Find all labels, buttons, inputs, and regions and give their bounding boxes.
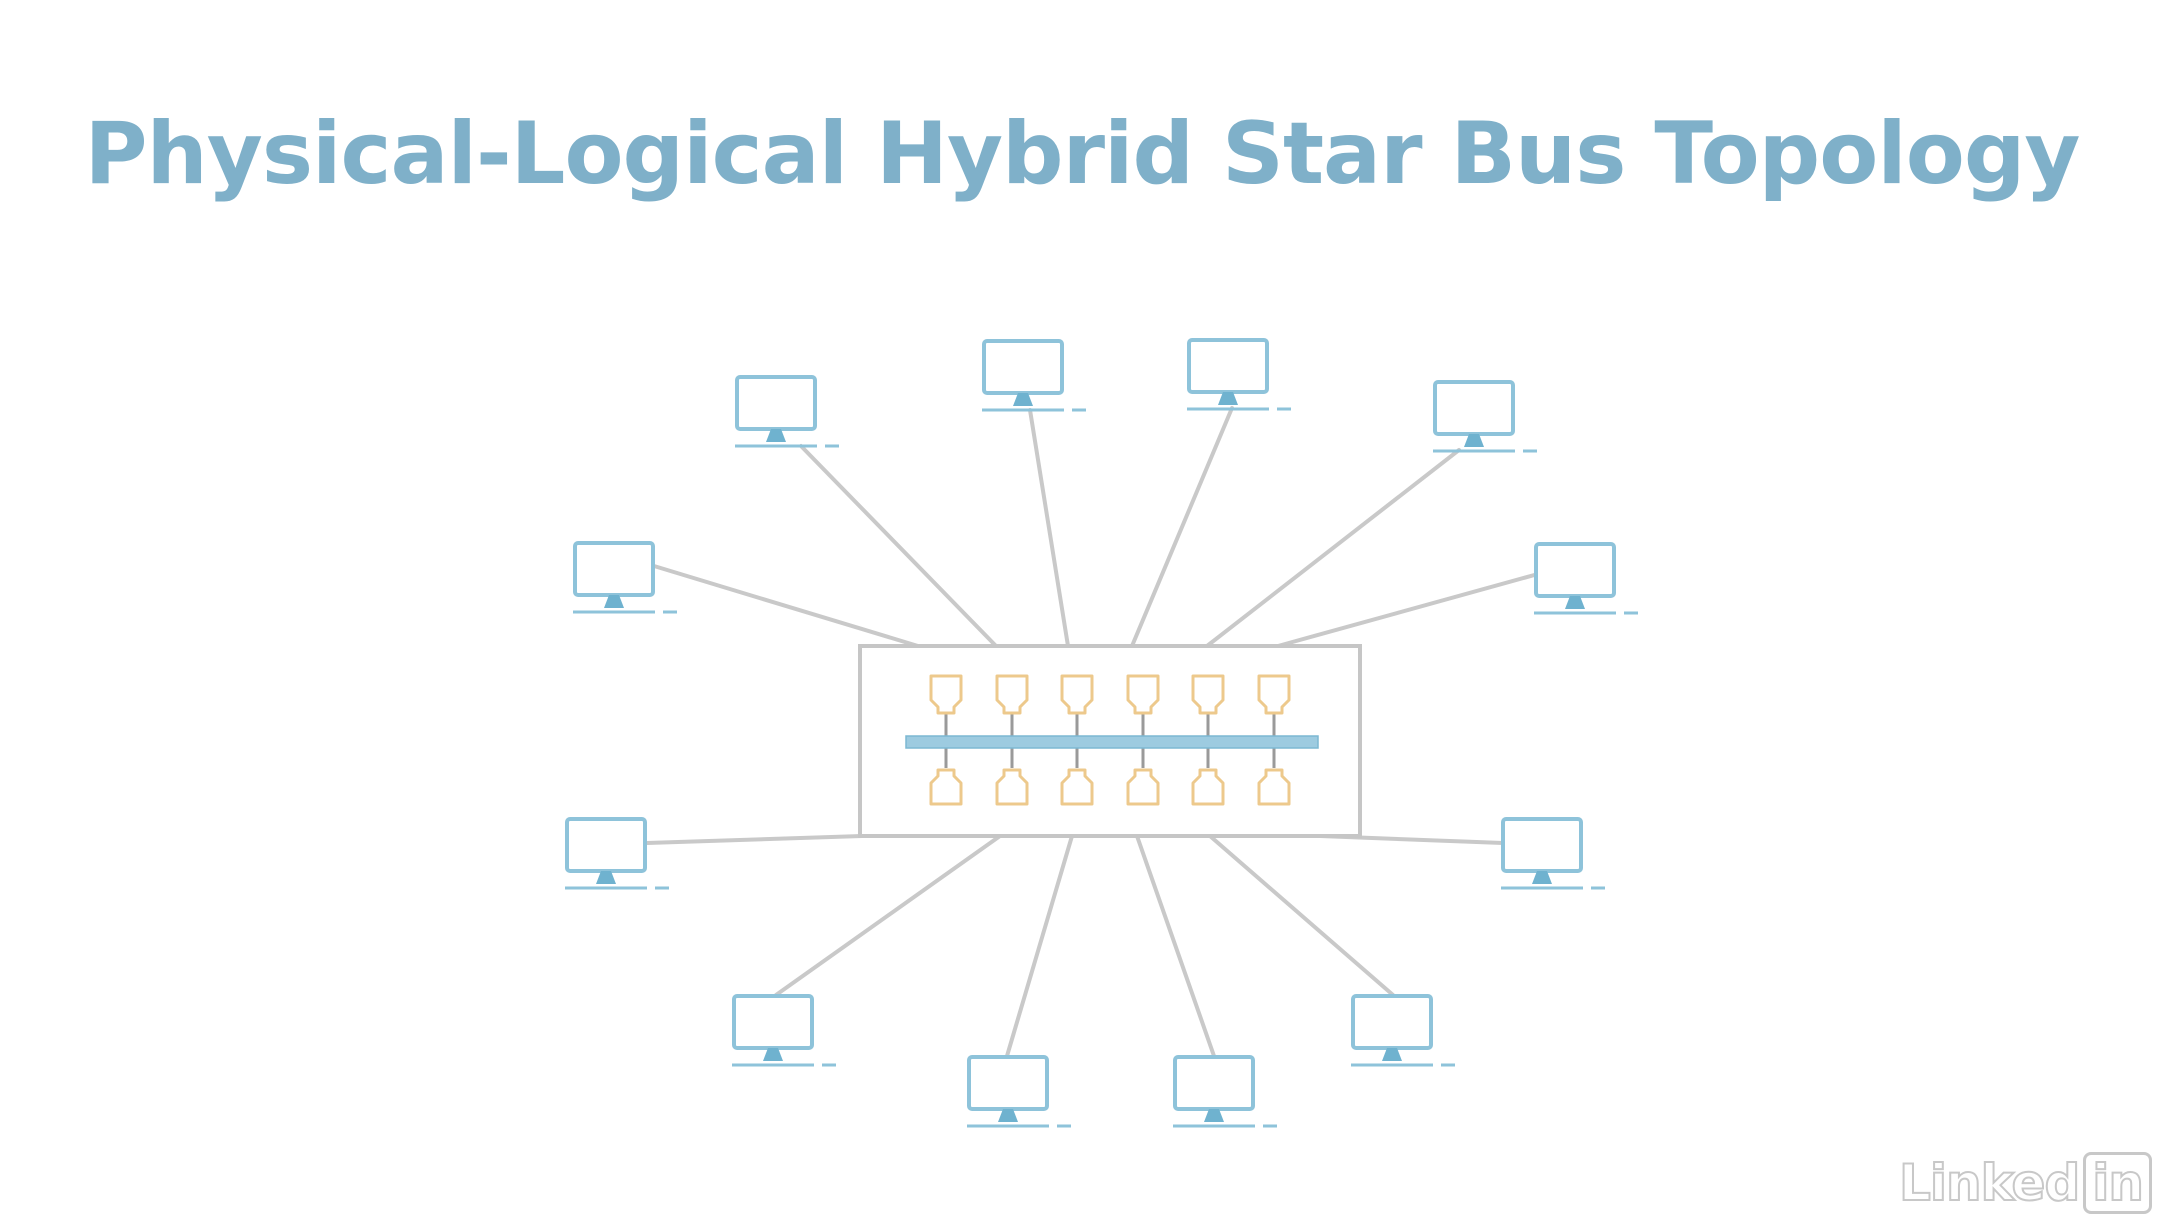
monitor-screen: [565, 817, 647, 873]
monitor-stand: [1532, 871, 1552, 884]
monitor-stand: [596, 871, 616, 884]
computer-icon: [982, 339, 1086, 412]
ethernet-port-bottom: [1126, 768, 1160, 806]
network-cable: [1135, 834, 1216, 1058]
monitor-screen: [732, 994, 814, 1050]
monitor-stand: [1204, 1109, 1224, 1122]
network-cable: [1276, 572, 1540, 648]
ethernet-port-top: [1191, 674, 1225, 715]
ethernet-port-bottom: [929, 768, 963, 806]
computer-icon: [1187, 338, 1291, 411]
monitor-screen: [967, 1055, 1049, 1111]
ethernet-port-bottom: [1060, 768, 1094, 806]
computer-icon: [1501, 817, 1605, 890]
network-cable: [774, 834, 1002, 997]
ethernet-port-top: [1257, 674, 1291, 715]
ethernet-port-top: [1060, 674, 1094, 715]
ethernet-port-top: [1126, 674, 1160, 715]
monitor-screen: [982, 339, 1064, 395]
computers: [565, 338, 1638, 1128]
computer-icon: [967, 1055, 1071, 1128]
watermark-box: in: [2083, 1152, 2152, 1214]
computer-icon: [1351, 994, 1455, 1067]
monitor-screen: [1173, 1055, 1255, 1111]
ethernet-port-bottom: [995, 768, 1029, 806]
monitor-stand: [1013, 393, 1033, 406]
ethernet-port-bottom: [1257, 768, 1291, 806]
monitor-screen: [573, 541, 655, 597]
monitor-stand: [1464, 434, 1484, 447]
monitor-screen: [1534, 542, 1616, 598]
network-cable: [1028, 408, 1070, 648]
computer-icon: [1173, 1055, 1277, 1128]
ethernet-port-top: [929, 674, 963, 715]
ethernet-port-bottom: [1191, 768, 1225, 806]
monitor-screen: [1501, 817, 1583, 873]
monitor-screen: [735, 375, 817, 431]
network-cable: [645, 834, 864, 845]
network-cable: [799, 444, 998, 648]
monitor-stand: [763, 1048, 783, 1061]
bus-line: [905, 735, 1319, 749]
monitor-stand: [1218, 392, 1238, 405]
monitor-stand: [1565, 596, 1585, 609]
monitor-stand: [766, 429, 786, 442]
linkedin-watermark: Linked in: [1898, 1152, 2152, 1214]
computer-icon: [732, 994, 836, 1067]
monitor-screen: [1433, 380, 1515, 436]
network-cable: [1130, 406, 1234, 648]
computer-icon: [1433, 380, 1537, 453]
watermark-text: Linked: [1898, 1153, 2081, 1213]
network-cable: [1005, 834, 1074, 1058]
network-cable: [652, 564, 920, 648]
computer-icon: [1534, 542, 1638, 615]
computer-icon: [565, 817, 669, 890]
network-cable: [1208, 834, 1395, 997]
computer-icon: [735, 375, 839, 448]
monitor-stand: [1382, 1048, 1402, 1061]
switch: [858, 644, 1362, 838]
ethernet-port-top: [995, 674, 1029, 715]
monitor-stand: [998, 1109, 1018, 1122]
monitor-screen: [1351, 994, 1433, 1050]
page-title: Physical-Logical Hybrid Star Bus Topolog…: [84, 104, 2081, 204]
network-cable: [1205, 448, 1461, 648]
computer-icon: [573, 541, 677, 614]
monitor-screen: [1187, 338, 1269, 394]
monitor-stand: [604, 595, 624, 608]
